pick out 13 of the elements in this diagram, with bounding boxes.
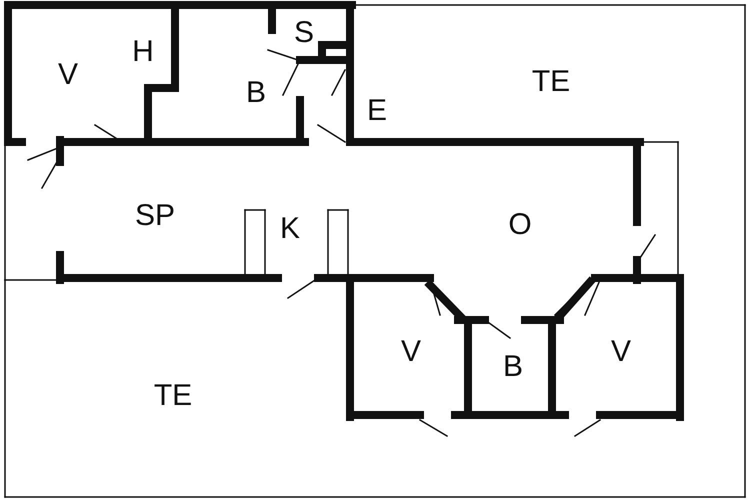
room-label: B — [503, 352, 523, 382]
room-label: V — [58, 60, 78, 90]
room-label: V — [611, 337, 631, 367]
room-label: K — [280, 214, 300, 244]
room-label: E — [367, 96, 387, 126]
room-label: H — [132, 37, 154, 67]
room-label: TE — [154, 381, 192, 411]
room-label: SP — [134, 201, 176, 231]
room-label: O — [508, 210, 532, 240]
room-label: TE — [532, 67, 570, 97]
room-label: V — [401, 337, 421, 367]
room-label: S — [294, 18, 314, 48]
room-label: B — [246, 78, 266, 108]
